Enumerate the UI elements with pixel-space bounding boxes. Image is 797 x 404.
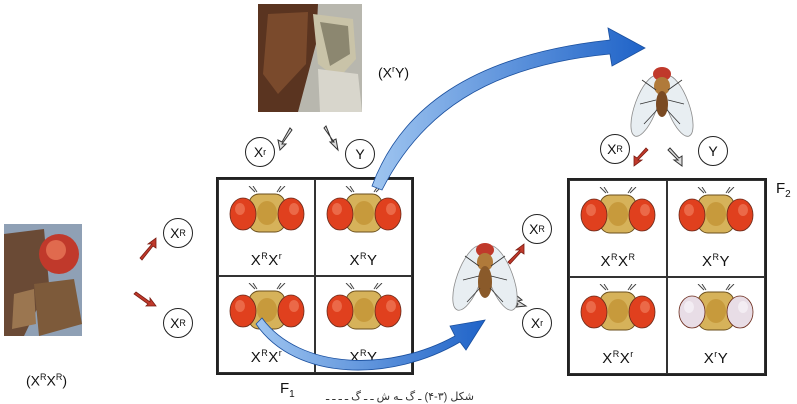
genotype-label: XrY <box>703 349 729 367</box>
female-parent-photo <box>4 224 82 336</box>
genotype-label: XRY <box>701 252 731 270</box>
small-arrow-red-female-upper <box>139 237 157 261</box>
gamete-male-y: Y <box>345 139 375 169</box>
small-arrow-xr-from-male <box>277 127 293 152</box>
f2-label: F2 <box>776 180 791 200</box>
fly-head-icon <box>580 187 656 234</box>
genotype-label: XRY <box>349 251 378 269</box>
f2-cell: XRXR <box>569 180 667 277</box>
male-genotype-label: (XrY) <box>378 64 409 81</box>
genotype-label: XRXr <box>250 348 283 366</box>
f1-punnett-grid: XRXr XRY XRXr XRY <box>216 177 414 375</box>
upper-curved-arrow <box>371 27 646 191</box>
small-arrow-y-from-male <box>323 125 339 152</box>
small-arrow-red-f1-male <box>633 147 649 167</box>
f2-cell: XRY <box>667 180 765 277</box>
gamete-f1-male-y: Y <box>698 136 728 166</box>
fly-head-icon <box>229 283 304 330</box>
fly-head-icon <box>580 284 656 331</box>
fly-head-icon <box>326 283 401 330</box>
fly-head-icon <box>678 284 754 331</box>
genotype-label: XRY <box>349 348 378 366</box>
genotype-label: XRXr <box>250 251 283 269</box>
lower-curved-arrow <box>255 317 486 371</box>
male-parent-photo <box>258 4 362 112</box>
small-arrow-gray-f1-male <box>667 147 683 167</box>
fly-head-icon <box>229 186 304 233</box>
small-arrow-red-f1-female <box>507 243 525 265</box>
genotype-label: XRXR <box>600 252 636 270</box>
f1-label: F1 <box>280 380 295 400</box>
f1-male-fly <box>630 67 694 137</box>
f2-cell: XRXr <box>569 277 667 374</box>
fly-head-icon <box>326 186 401 233</box>
f1-cell: XRY <box>315 276 412 373</box>
genotype-label: XRXr <box>602 349 634 367</box>
f2-cell: XrY <box>667 277 765 374</box>
figure-caption: شکل (۳-۴) ـ گ ـه ش ـ ـ گ ـ ـ ـ ـ <box>326 391 474 403</box>
f1-female-fly <box>452 243 518 311</box>
small-arrow-red-female-lower <box>133 291 157 307</box>
female-genotype-label: (XRXR) <box>26 372 68 389</box>
fly-head-icon <box>678 187 754 234</box>
f1-cell: XRXr <box>218 179 315 276</box>
f2-punnett-grid: XRXR XRY XRXr XrY <box>567 178 767 376</box>
f1-cell: XRY <box>315 179 412 276</box>
